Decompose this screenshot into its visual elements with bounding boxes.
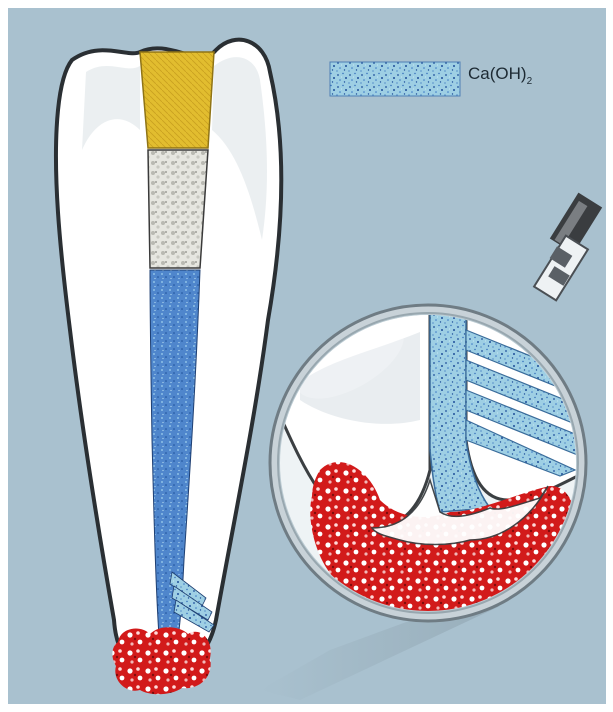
legend-label: Ca(OH)2: [468, 64, 532, 87]
magnifier-beam: [260, 606, 500, 700]
cotton-pellet: [148, 150, 208, 268]
magnifying-glass-icon: [270, 193, 602, 630]
magnifier-handle: [534, 193, 602, 301]
legend-label-subscript: 2: [527, 76, 533, 87]
legend-swatch: [330, 62, 460, 96]
crown-restoration: [140, 52, 214, 148]
periapical-lesion: [112, 627, 210, 694]
tooth: [56, 40, 281, 695]
legend-label-main: Ca(OH): [468, 64, 527, 83]
